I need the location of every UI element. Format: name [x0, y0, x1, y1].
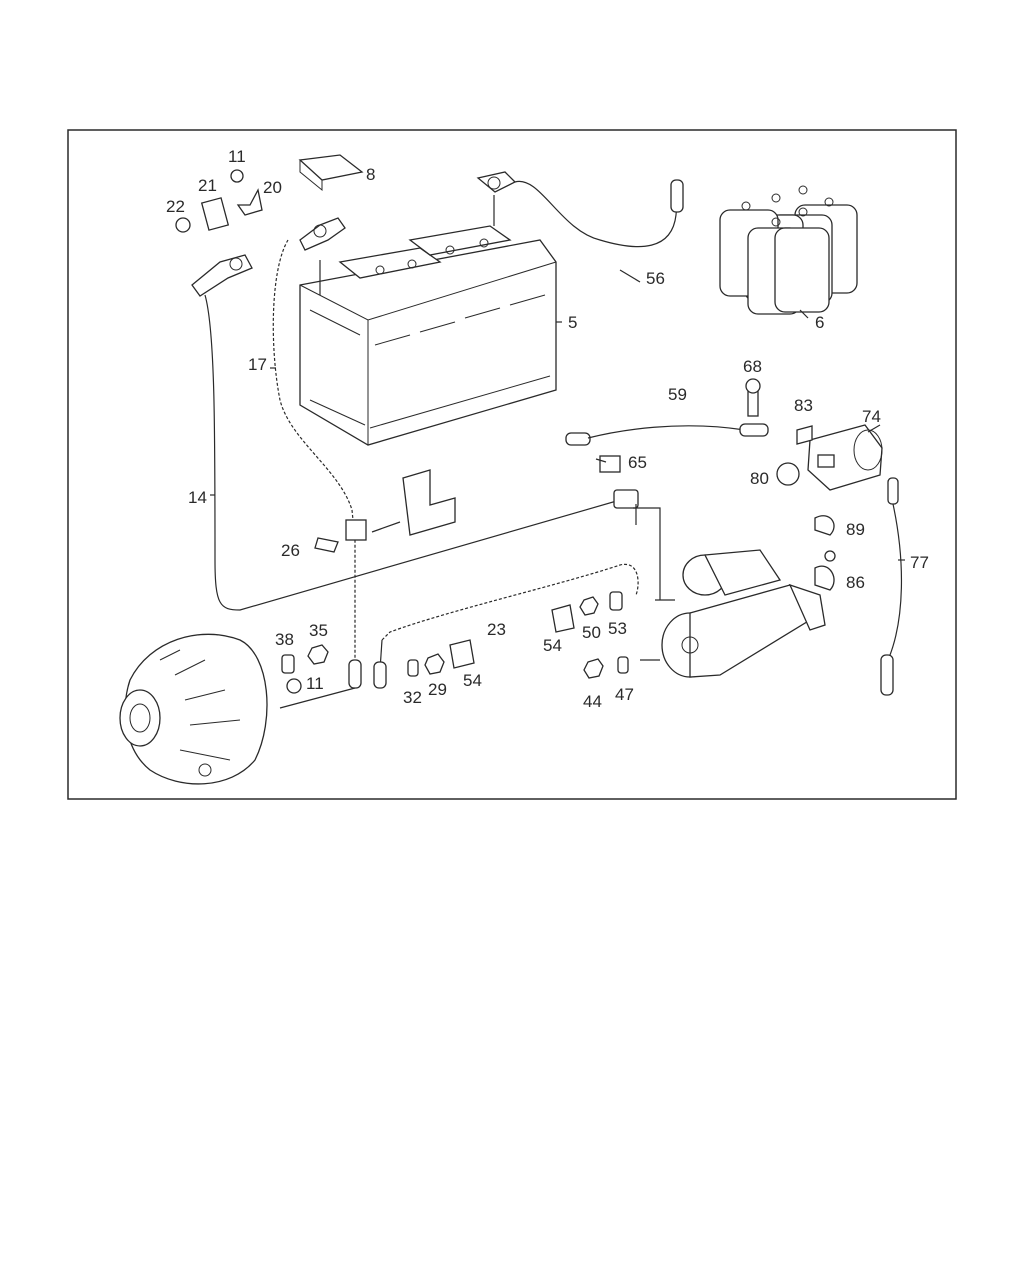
small-brackets: [175, 154, 364, 233]
label-54-a: 54: [543, 636, 562, 655]
leader-lines: [210, 260, 905, 561]
label-32: 32: [403, 688, 422, 707]
label-89: 89: [846, 520, 865, 539]
label-53: 53: [608, 619, 627, 638]
connector-74: [776, 424, 883, 591]
cable-59: [565, 378, 769, 473]
starter-motor: [661, 549, 826, 678]
battery: [299, 225, 557, 446]
label-80: 80: [750, 469, 769, 488]
label-44: 44: [583, 692, 602, 711]
cable-56: [476, 171, 684, 248]
label-50: 50: [582, 623, 601, 642]
label-77: 77: [910, 553, 929, 572]
label-11-bottom: 11: [306, 674, 324, 693]
label-86: 86: [846, 573, 865, 592]
label-5: 5: [568, 313, 577, 332]
label-20: 20: [263, 178, 282, 197]
label-22: 22: [166, 197, 185, 216]
label-8: 8: [366, 165, 375, 184]
label-47: 47: [615, 685, 634, 704]
label-11-top: 11: [228, 147, 246, 166]
cable-14: [191, 254, 661, 611]
label-38: 38: [275, 630, 294, 649]
cable-77: [880, 477, 903, 696]
label-54-b: 54: [463, 671, 482, 690]
label-6: 6: [815, 313, 824, 332]
diagram-frame: [67, 129, 957, 800]
label-68: 68: [743, 357, 762, 376]
cable-23: [373, 563, 639, 689]
label-83: 83: [794, 396, 813, 415]
label-74: 74: [862, 407, 881, 426]
alternator: [119, 633, 356, 785]
fasteners: [281, 591, 675, 694]
label-23: 23: [487, 620, 506, 639]
label-59: 59: [668, 385, 687, 404]
label-17: 17: [248, 355, 267, 374]
label-14: 14: [188, 488, 207, 507]
battery-cells: [719, 185, 858, 315]
label-29: 29: [428, 680, 447, 699]
label-26: 26: [281, 541, 300, 560]
label-35: 35: [309, 621, 328, 640]
part-labels: 5 6 8 11 20 21 22 56 17 14 68 59 83 74 6…: [166, 147, 929, 711]
label-56: 56: [646, 269, 665, 288]
label-65: 65: [628, 453, 647, 472]
mount-bracket: [314, 469, 456, 553]
label-21: 21: [198, 176, 217, 195]
